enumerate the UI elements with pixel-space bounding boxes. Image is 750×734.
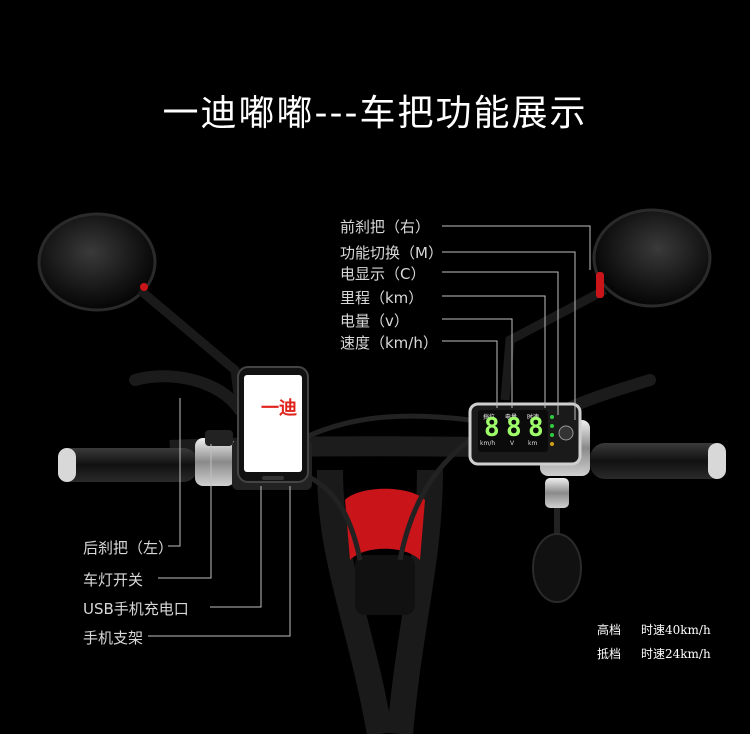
gear-high: 高档	[597, 623, 622, 637]
display-header-speed: 时速	[527, 414, 540, 421]
display-header-battery: 电量	[505, 414, 518, 421]
speed-high: 时速40km/h	[641, 623, 711, 637]
label-function-switch: 功能切换（M）	[340, 244, 443, 262]
phone-screen-text: 一迪	[261, 398, 297, 419]
display-digit-1: 8	[484, 413, 500, 443]
label-rear-brake: 后刹把（左）	[83, 539, 174, 557]
label-speed: 速度（km/h）	[340, 334, 438, 352]
display-unit-v: V	[510, 440, 515, 447]
gear-low: 抵档	[597, 647, 622, 661]
leader-lines-left	[148, 398, 291, 637]
display-digit-2: 8	[506, 413, 522, 443]
label-front-brake: 前刹把（右）	[340, 218, 431, 236]
rear-brake-lever	[129, 370, 246, 416]
label-battery: 电量（v）	[340, 312, 409, 330]
label-phone-holder: 手机支架	[83, 629, 144, 647]
leader-lines-right	[442, 225, 591, 420]
ignition-key	[532, 478, 582, 603]
display-unit	[468, 402, 582, 466]
label-power-display: 电显示（C）	[340, 265, 426, 283]
display-header-gear: 挡位	[483, 414, 496, 421]
right-mirror	[500, 208, 712, 401]
label-mileage: 里程（km）	[340, 289, 424, 307]
page-title: 一迪嘟嘟---车把功能展示	[162, 93, 588, 134]
speed-low: 时速24km/h	[641, 647, 711, 661]
label-usb-port: USB手机充电口	[83, 600, 189, 618]
phone-holder	[232, 366, 312, 490]
display-digit-3: 8	[528, 413, 544, 443]
left-grip	[58, 430, 235, 486]
frame	[317, 469, 443, 734]
display-unit-kmh: km/h	[480, 440, 496, 447]
display-unit-km: km	[528, 440, 538, 447]
label-light-switch: 车灯开关	[83, 571, 144, 589]
